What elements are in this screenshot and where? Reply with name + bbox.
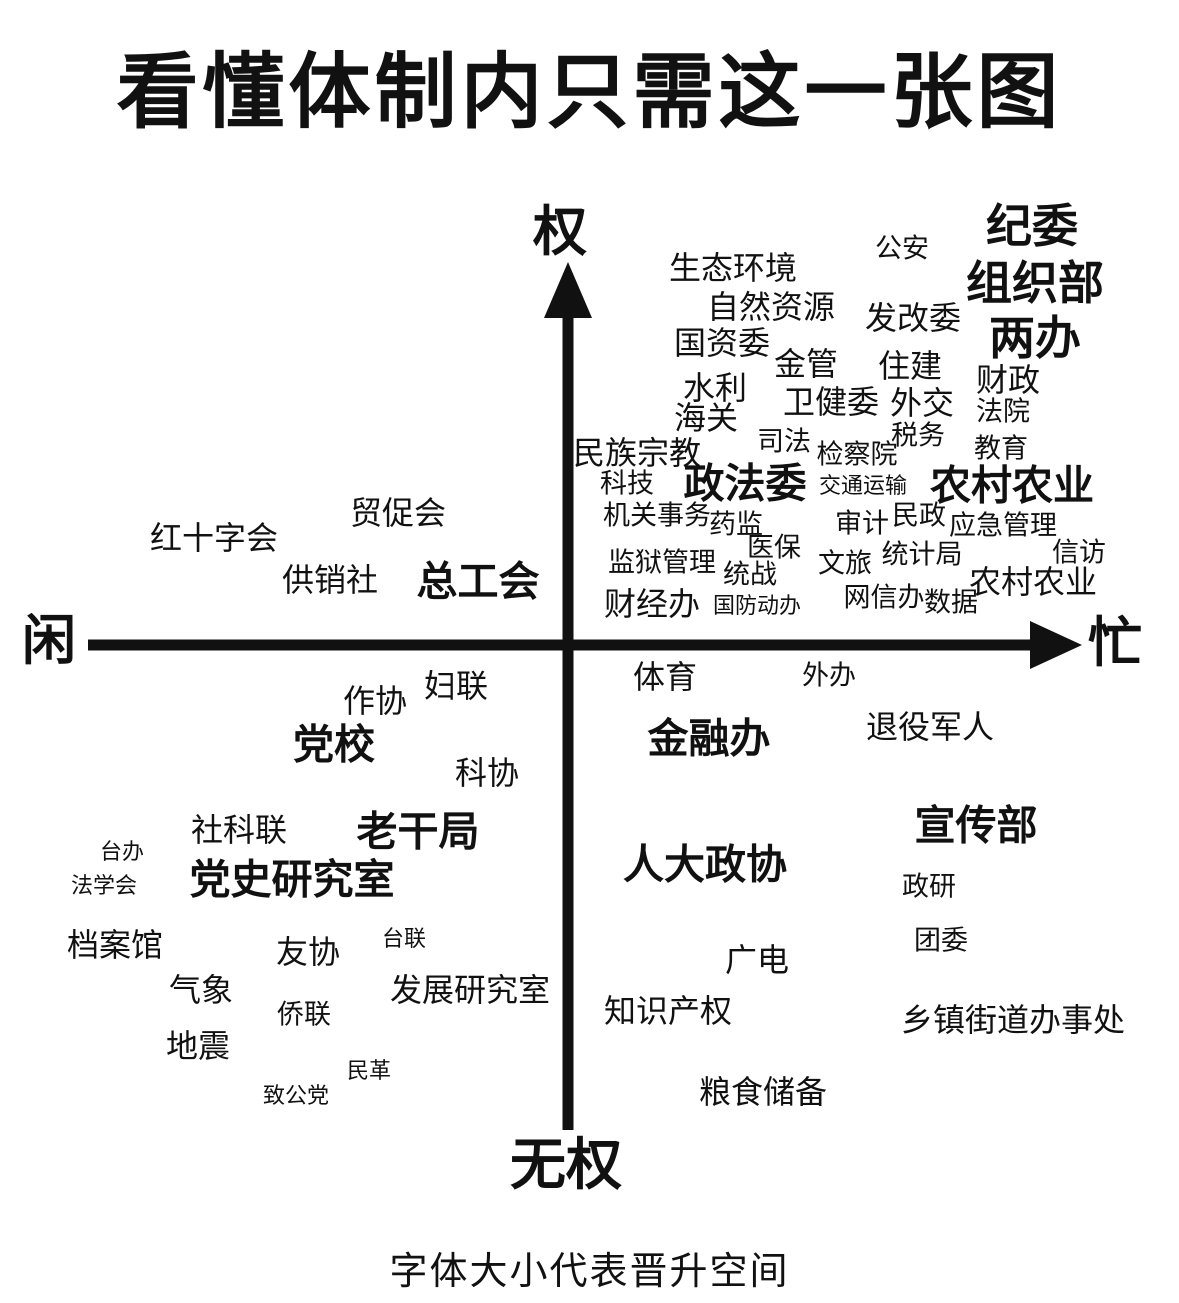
unit-label: 财经办: [603, 585, 701, 623]
unit-label: 退役军人: [865, 708, 995, 746]
vertical-axis-arrowhead: [544, 262, 592, 318]
horizontal-axis-arrowhead: [1030, 621, 1082, 669]
unit-label: 农村农业: [968, 563, 1098, 601]
unit-label: 台办: [99, 840, 145, 865]
unit-label: 两办: [989, 311, 1081, 365]
axis-label-no-power: 无权: [510, 1133, 622, 1198]
unit-label: 科技: [600, 468, 654, 500]
unit-label: 教育: [974, 433, 1028, 465]
unit-label: 民革: [346, 1059, 392, 1084]
unit-label: 金管: [773, 345, 839, 383]
unit-label: 金融办: [647, 714, 771, 763]
unit-label: 信访: [1052, 537, 1106, 569]
unit-label: 侨联: [277, 999, 331, 1031]
unit-label: 发展研究室: [389, 971, 551, 1009]
unit-label: 数据: [924, 587, 978, 619]
unit-label: 友协: [275, 933, 341, 971]
unit-label: 海关: [673, 399, 739, 437]
unit-label: 作协: [342, 682, 408, 720]
unit-label: 台联: [381, 927, 427, 952]
unit-label: 国防动办: [712, 594, 802, 619]
unit-label: 住建: [877, 347, 943, 385]
unit-label: 党史研究室: [189, 855, 395, 904]
unit-label: 组织部: [966, 256, 1104, 310]
unit-label: 体育: [632, 658, 698, 696]
unit-label: 司法: [757, 426, 811, 458]
unit-label: 外办: [802, 660, 856, 692]
unit-label: 人大政协: [623, 840, 787, 889]
unit-label: 统战: [723, 559, 777, 591]
unit-label: 政法委: [683, 459, 807, 508]
unit-label: 生态环境: [668, 249, 798, 287]
unit-label: 检察院: [816, 439, 898, 471]
unit-label: 贸促会: [349, 494, 447, 532]
unit-label: 税务: [891, 420, 945, 452]
unit-label: 外交: [889, 384, 955, 422]
unit-label: 红十字会: [149, 519, 279, 557]
unit-label: 民政: [892, 500, 946, 532]
unit-label: 审计: [835, 508, 889, 540]
unit-label: 科协: [454, 754, 520, 792]
unit-label: 药监: [709, 509, 763, 541]
unit-label: 文旅: [818, 548, 872, 580]
unit-label: 机关事务: [603, 500, 711, 532]
unit-label: 法院: [976, 396, 1030, 428]
unit-label: 知识产权: [603, 992, 733, 1030]
unit-label: 档案馆: [66, 926, 164, 964]
unit-label: 政研: [902, 871, 956, 903]
unit-label: 医保: [747, 532, 801, 564]
unit-label: 供销社: [281, 561, 379, 599]
unit-label: 总工会: [416, 557, 540, 606]
unit-label: 卫健委: [782, 383, 880, 421]
unit-label: 公安: [875, 233, 929, 265]
unit-label: 地震: [165, 1027, 231, 1065]
unit-label: 团委: [914, 925, 968, 957]
unit-label: 气象: [168, 971, 234, 1009]
unit-label: 水利: [682, 369, 748, 407]
axis-label-power: 权: [533, 200, 587, 263]
unit-label: 自然资源: [706, 288, 836, 326]
unit-label: 统计局: [881, 539, 963, 571]
unit-label: 党校: [293, 720, 375, 769]
unit-label: 广电: [724, 941, 790, 979]
unit-label: 财政: [975, 361, 1041, 399]
caption-note: 字体大小代表晋升空间: [389, 1249, 790, 1293]
unit-label: 网信办: [843, 582, 925, 614]
unit-label: 交通运输: [818, 474, 908, 499]
unit-label: 发改委: [864, 299, 962, 337]
unit-label: 粮食储备: [698, 1073, 828, 1111]
axis-label-busy: 忙: [1088, 611, 1142, 674]
unit-label: 宣传部: [914, 801, 1038, 850]
unit-label: 社科联: [190, 811, 288, 849]
unit-label: 监狱管理: [608, 547, 716, 579]
unit-label: 民族宗教: [572, 434, 702, 472]
unit-label: 老干局: [356, 807, 480, 856]
unit-label: 法学会: [70, 874, 138, 899]
unit-label: 国资委: [673, 324, 771, 362]
unit-label: 农村农业: [930, 461, 1094, 510]
unit-label: 应急管理: [949, 510, 1057, 542]
unit-label: 乡镇街道办事处: [900, 1001, 1126, 1039]
unit-label: 妇联: [423, 667, 489, 705]
axis-label-idle: 闲: [22, 609, 76, 672]
unit-label: 致公党: [262, 1084, 330, 1109]
chart-title: 看懂体制内只需这一张图: [116, 45, 1063, 140]
unit-label: 纪委: [986, 199, 1078, 253]
